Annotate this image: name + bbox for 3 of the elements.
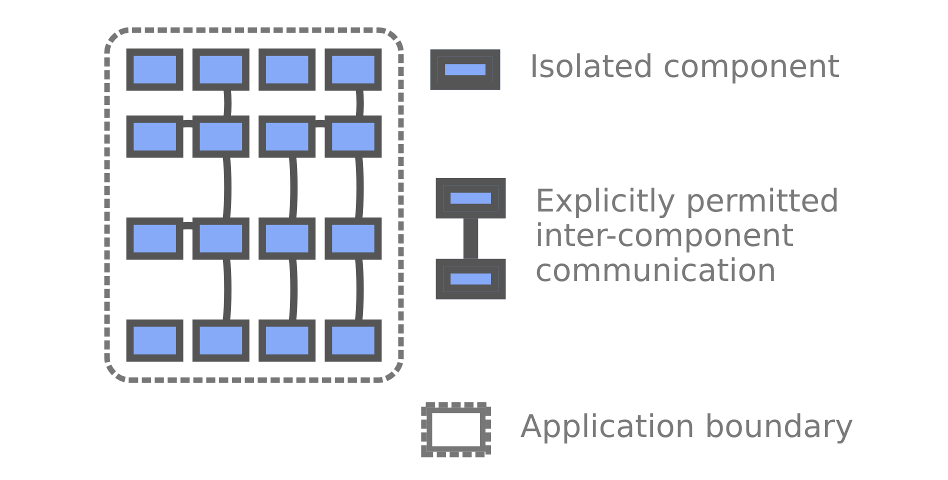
legend-label: Isolated component (530, 49, 840, 86)
legend-label: Application boundary (520, 409, 854, 446)
legend-label: Explicitly permitted inter-component communication (535, 183, 840, 290)
